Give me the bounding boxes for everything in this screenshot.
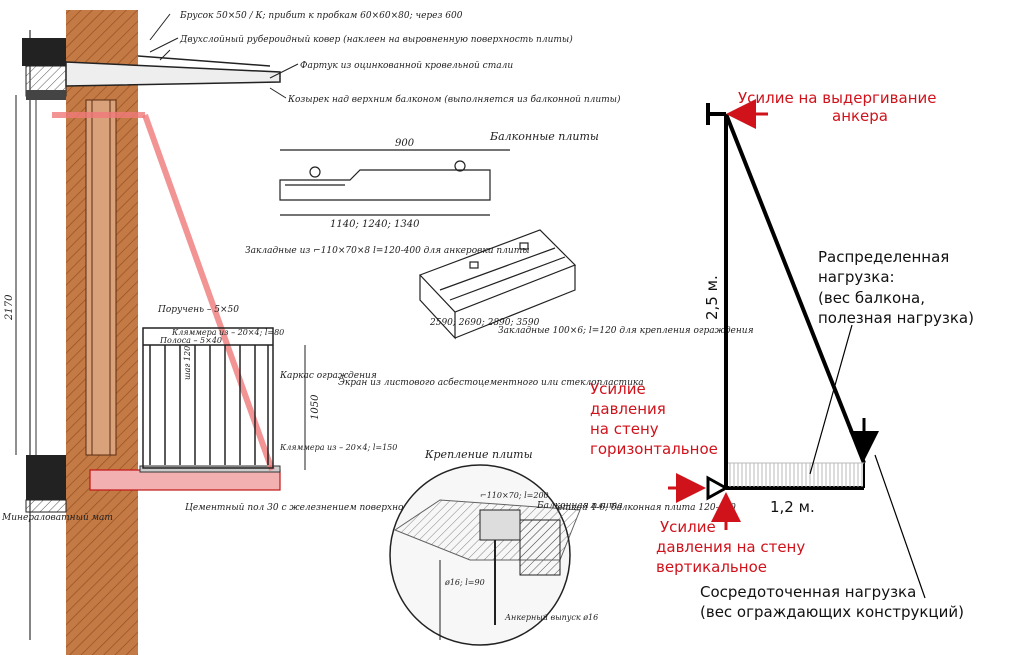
label-clamp: Кляммера из – 20×4; l=80 — [171, 328, 284, 337]
pink-diagonal — [142, 113, 275, 472]
canopy-slab — [65, 61, 281, 87]
horizontal-force-label-1: Усилие — [590, 380, 646, 398]
label-screen: Экран из листового асбестоцементного или… — [338, 377, 644, 388]
pin-support — [706, 475, 730, 501]
vertical-force-label-3: вертикальное — [656, 558, 767, 576]
fix-bar: ø16; l=90 — [444, 578, 485, 587]
static-scheme: Усилие на выдергивание анкера 2,5 м. 1,2… — [590, 89, 974, 621]
label-emb2: Закладные 100×6; l=120 для крепления огр… — [498, 326, 754, 336]
floor-block — [26, 455, 66, 500]
label-step: шаг 120 — [183, 346, 192, 380]
label-top1: Брусок 50×50 / К; прибит к пробкам 60×60… — [179, 10, 463, 21]
balcony-slab — [89, 469, 281, 491]
label-mat: Минераловатный мат — [1, 513, 113, 523]
fix-title: Крепление плиты — [424, 448, 533, 461]
top-slab-block — [22, 38, 66, 66]
horizontal-force-label-2: давления — [590, 400, 666, 418]
plate-section — [279, 149, 510, 216]
distributed-load-area — [728, 463, 864, 487]
vertical-force-label-1: Усилие — [660, 518, 716, 536]
label-top2: Двухслойный рубероидный ковер (наклеен н… — [179, 34, 573, 45]
distributed-load-label-2: нагрузка: — [818, 268, 895, 286]
plate-isometric — [418, 229, 577, 340]
label-plates: Балконные плиты — [489, 130, 599, 143]
dim-length: 2590; 2690; 2890; 3590 — [429, 318, 540, 328]
anchor-force-label-2: анкера — [832, 107, 888, 125]
anchor-force-label-1: Усилие на выдергивание — [738, 89, 937, 107]
distributed-load-label-1: Распределенная — [818, 248, 949, 266]
technical-drawing: 2170 1050 Брусок 50×50 / К; прибит к про… — [1, 10, 754, 655]
fix-angle: ⌐110×70; l=200 — [480, 491, 549, 500]
vertical-force-label-2: давления на стену — [656, 538, 805, 556]
label-anchor-emb: Закладные из ⌐110×70×8 l=120-400 для анк… — [245, 246, 530, 256]
dim-1050: 1050 — [310, 394, 321, 420]
width-dimension: 1,2 м. — [770, 498, 815, 516]
dim-1140: 1140; 1240; 1340 — [330, 219, 420, 230]
height-dimension: 2,5 м. — [703, 275, 721, 320]
label-top3: Фартук из оцинкованной кровельной стали — [300, 61, 513, 71]
fix-plate: Балконная плита — [536, 501, 623, 511]
fixing-detail — [389, 464, 581, 646]
label-rail: Поручень – 5×50 — [157, 305, 239, 315]
label-canopy: Козырек над верхним балконом (выполняетс… — [287, 94, 621, 105]
distributed-load-label-4: полезная нагрузка) — [818, 309, 974, 327]
dim-2170: 2170 — [4, 294, 15, 321]
concentrated-load-label-2: (вес ограждающих конструкций) — [700, 603, 964, 621]
fix-out: Анкерный выпуск ø16 — [504, 613, 598, 622]
label-frame: Каркас ограждения — [279, 371, 377, 381]
diagonal-tie — [724, 113, 866, 464]
label-clamp2: Кляммера из – 20×4; l=150 — [279, 443, 397, 452]
horizontal-force-label-4: горизонтальное — [590, 440, 718, 458]
concentrated-load-label-1: Сосредоточенная нагрузка — [700, 583, 916, 601]
window-frame — [85, 99, 117, 456]
horizontal-force-label-3: на стену — [590, 420, 659, 438]
dim-900: 900 — [395, 138, 415, 149]
distributed-load-label-3: (вес балкона, — [818, 289, 925, 307]
label-strip: Полоса – 5×40 — [159, 336, 222, 345]
railing — [142, 327, 274, 469]
